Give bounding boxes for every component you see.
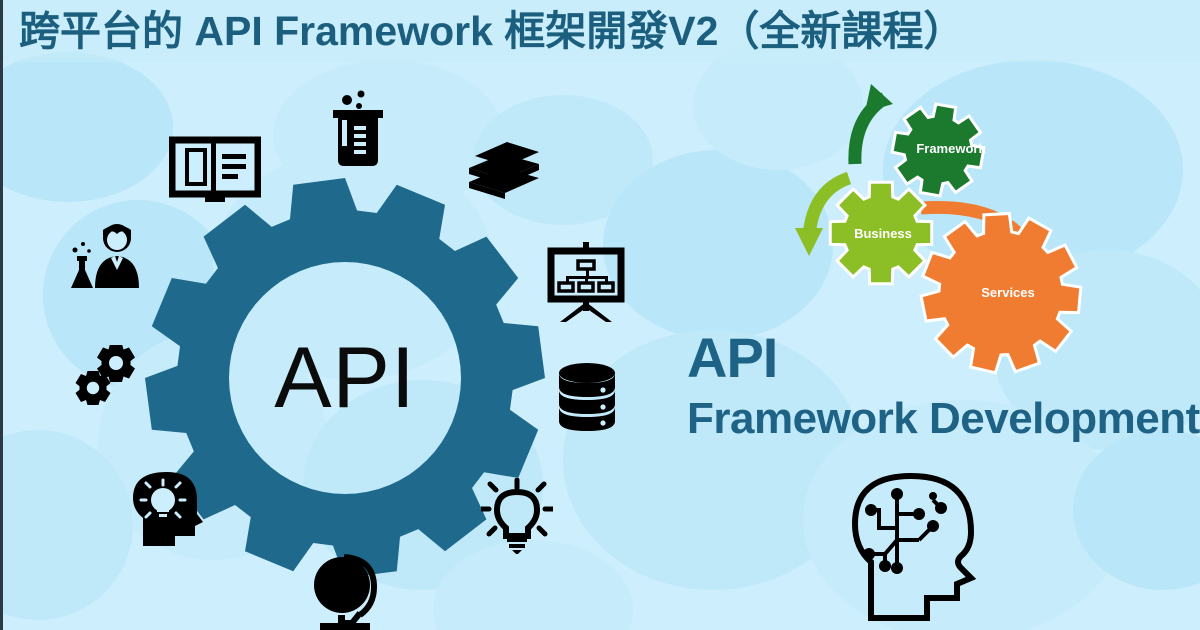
main-gear-shape (145, 178, 545, 578)
presentation-chart-icon (546, 242, 626, 329)
gear-cluster (793, 78, 1123, 388)
head-idea-icon (131, 470, 205, 553)
beaker-icon (328, 88, 390, 175)
bg-blob (3, 52, 173, 202)
page-title: 跨平台的 API Framework 框架開發V2（全新課程） (19, 7, 965, 54)
gear-services (919, 211, 1083, 375)
book-stack-icon (465, 138, 547, 205)
gear-business (828, 180, 934, 286)
right-subheading: Framework Development (687, 394, 1200, 443)
arrow-to-business (795, 171, 852, 256)
cogs-icon (71, 344, 141, 412)
database-icon (556, 362, 618, 439)
header-band: 跨平台的 API Framework 框架開發V2（全新課程） (3, 0, 1200, 62)
gear-framework (890, 102, 986, 198)
scientist-icon (65, 222, 151, 297)
right-heading: API (687, 326, 778, 389)
open-book-icon (168, 134, 262, 211)
right-text-block: API Framework Development (687, 330, 1200, 445)
globe-icon (308, 553, 390, 630)
arrow-to-framework (848, 84, 893, 165)
lightbulb-icon (478, 477, 556, 559)
ai-head-circuit-icon (849, 470, 989, 630)
bg-blob (603, 150, 833, 340)
